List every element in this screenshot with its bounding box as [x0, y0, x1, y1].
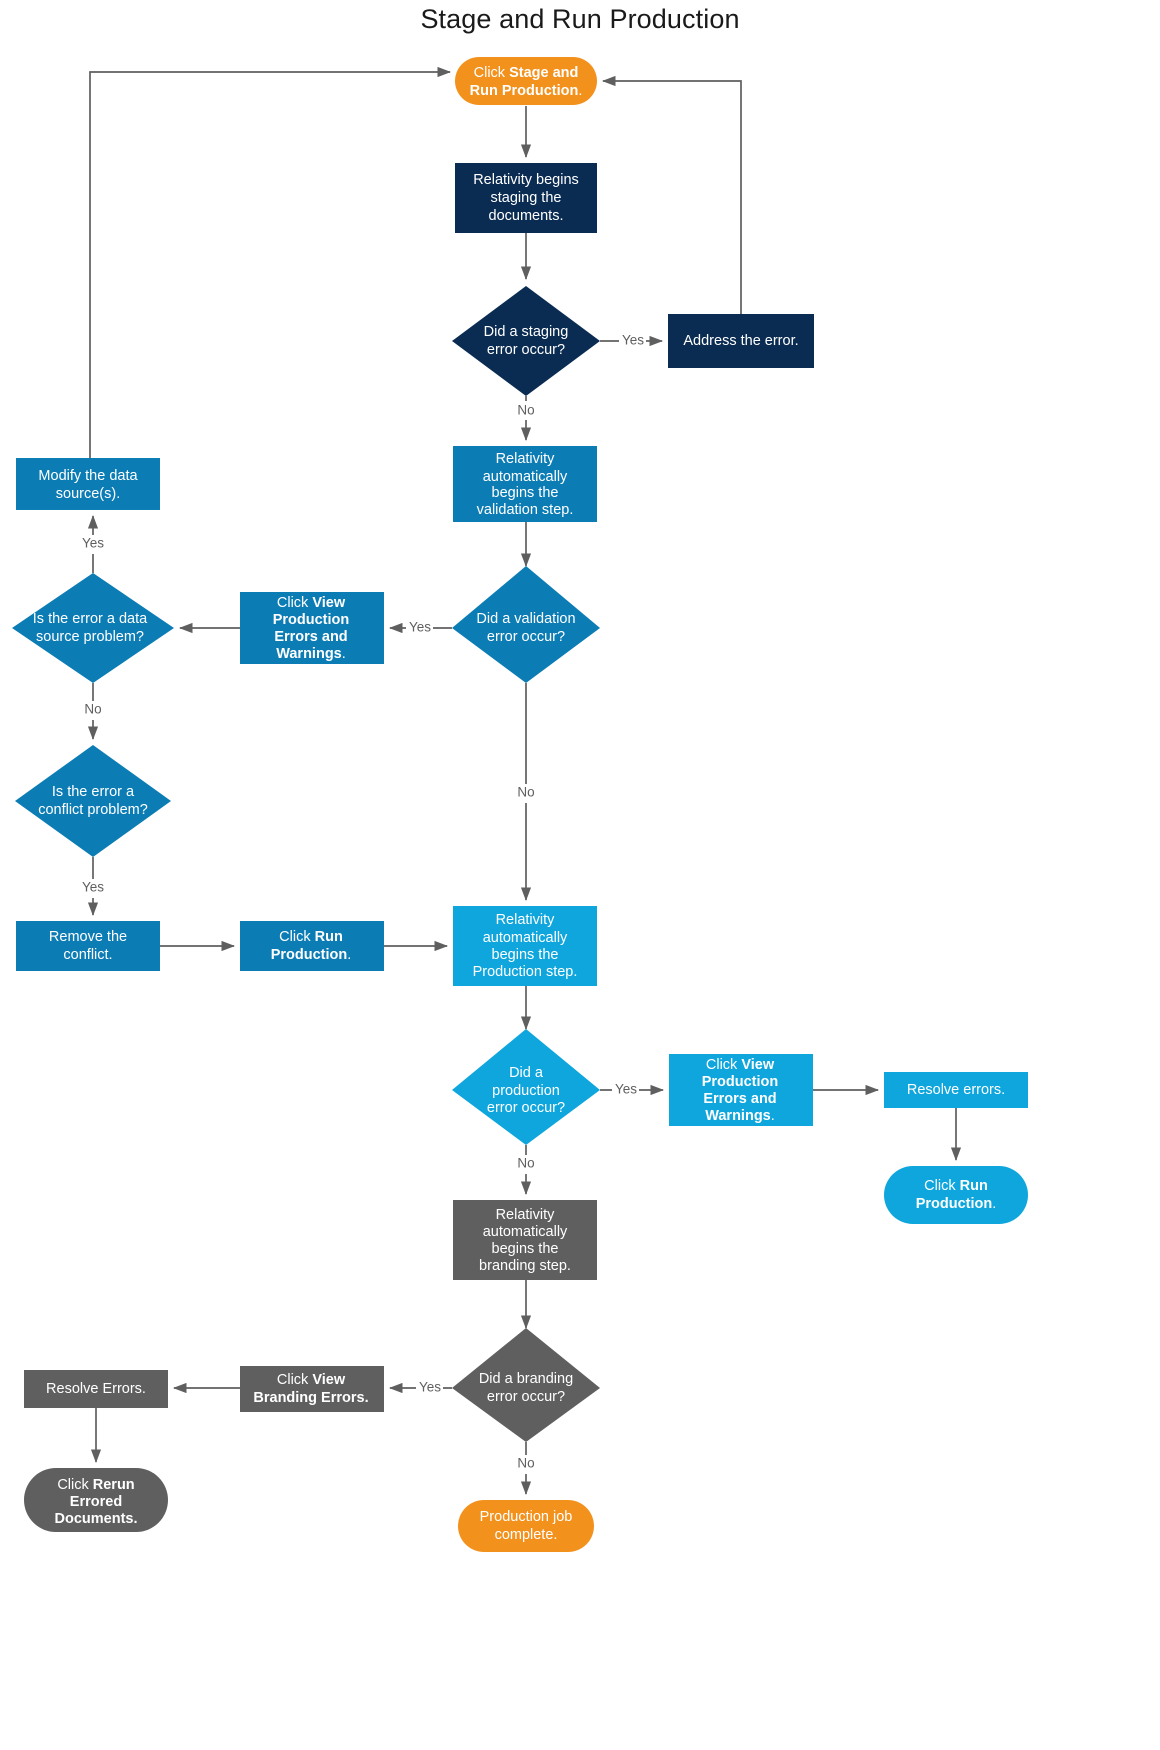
node-branding-error-line-0: Did a branding [479, 1371, 573, 1387]
edge-label-staging-yes: Yes [622, 333, 644, 348]
node-rerun-errored-line-0: Click Rerun [57, 1477, 134, 1493]
node-production-step-line-1: automatically [483, 930, 568, 946]
node-job-complete-line-0: Production job [480, 1509, 573, 1525]
node-view-production-errors-1[interactable]: Click View Production Errors and Warning… [240, 592, 384, 664]
edge-label-staging-no: No [517, 403, 534, 418]
node-validation-step-line-1: automatically [483, 469, 568, 485]
node-run-production1-line-0: Click Run [279, 929, 343, 945]
node-modify-data-source: Modify the data source(s). [16, 458, 160, 510]
node-view-branding-line-0: Click View [277, 1372, 346, 1388]
node-conflict-question: Is the error a conflict problem? [15, 745, 171, 857]
node-validation-step: Relativity automatically begins the vali… [453, 446, 597, 522]
node-staging: Relativity begins staging the documents. [455, 163, 597, 233]
node-production-error: Did a production error occur? [452, 1029, 600, 1145]
node-staging-line-0: Relativity begins [473, 172, 579, 188]
node-conflict-q-line-1: conflict problem? [38, 802, 148, 818]
node-run-production2-line-1: Production. [916, 1196, 997, 1212]
node-staging-line-2: documents. [489, 208, 564, 224]
node-production-error-line-2: error occur? [487, 1100, 565, 1116]
node-view-production-errors-2[interactable]: Click View Production Errors and Warning… [669, 1054, 813, 1126]
edge-label-branding-no: No [517, 1456, 534, 1471]
node-validation-step-line-0: Relativity [496, 451, 556, 467]
node-start-line-0: Click Stage and [474, 65, 579, 81]
node-validation-error-line-1: error occur? [487, 629, 565, 645]
node-view-branding-errors[interactable]: Click View Branding Errors. [240, 1366, 384, 1412]
edge-label-datasource-yes: Yes [82, 536, 104, 551]
edge-label-validation-no: No [517, 785, 534, 800]
node-data-source-q-line-0: Is the error a data [33, 611, 148, 627]
node-production-error-line-0: Did a [509, 1065, 544, 1081]
node-staging-line-1: staging the [491, 190, 562, 206]
edge-layer [87, 66, 962, 1496]
edge-label-validation-yes: Yes [409, 620, 431, 635]
node-view-branding-line-1: Branding Errors. [253, 1390, 368, 1406]
node-view-prod-errors2-line-2: Errors and [703, 1091, 776, 1107]
node-staging-error-line-0: Did a staging [484, 324, 569, 340]
node-resolve-errors-2: Resolve Errors. [24, 1370, 168, 1408]
edge-label-conflict-yes: Yes [82, 880, 104, 895]
node-branding-step-line-0: Relativity [496, 1207, 556, 1223]
node-staging-error: Did a staging error occur? [452, 286, 600, 396]
node-staging-error-line-1: error occur? [487, 342, 565, 358]
page-title: Stage and Run Production [420, 4, 740, 34]
node-branding-step-line-3: branding step. [479, 1258, 571, 1274]
edge-label-production-no: No [517, 1156, 534, 1171]
node-view-prod-errors1-line-3: Warnings. [276, 646, 346, 662]
node-validation-error-line-0: Did a validation [476, 611, 575, 627]
node-view-prod-errors1-line-1: Production [273, 612, 350, 628]
node-production-job-complete: Production job complete. [458, 1500, 594, 1552]
edge-label-production-yes: Yes [615, 1082, 637, 1097]
node-data-source-question: Is the error a data source problem? [12, 573, 174, 683]
node-view-prod-errors1-line-2: Errors and [274, 629, 347, 645]
node-production-step-line-0: Relativity [496, 912, 556, 928]
node-rerun-errored-line-2: Documents. [55, 1511, 138, 1527]
node-conflict-q-line-0: Is the error a [52, 784, 135, 800]
node-run-production1-line-1: Production. [271, 947, 352, 963]
node-production-step-line-3: Production step. [473, 964, 578, 980]
node-resolve-errors-line-0: Resolve errors. [907, 1082, 1005, 1098]
node-run-production2-line-0: Click Run [924, 1178, 988, 1194]
node-validation-step-line-3: validation step. [477, 502, 574, 518]
edge-label-layer: Yes No Yes No Yes No Yes Yes No Yes No [79, 331, 646, 1474]
edge-modify-source-to-start [89, 66, 452, 458]
node-remove-conflict: Remove the conflict. [16, 921, 160, 971]
node-resolve-errors: Resolve errors. [884, 1072, 1028, 1108]
node-validation-step-line-2: begins the [492, 485, 559, 501]
node-view-prod-errors2-line-0: Click View [706, 1057, 775, 1073]
node-job-complete-line-1: complete. [495, 1527, 558, 1543]
node-modify-source-line-0: Modify the data [38, 468, 138, 484]
node-start[interactable]: Click Stage and Run Production. [455, 57, 597, 105]
node-production-step-line-2: begins the [492, 947, 559, 963]
node-address-error-line-0: Address the error. [683, 333, 798, 349]
edge-label-datasource-no: No [84, 702, 101, 717]
node-layer: Click Stage and Run Production. Relativi… [12, 57, 1028, 1552]
node-remove-conflict-line-0: Remove the [49, 929, 127, 945]
node-start-line-1: Run Production. [470, 83, 583, 99]
node-production-step: Relativity automatically begins the Prod… [453, 906, 597, 986]
node-remove-conflict-line-1: conflict. [63, 947, 112, 963]
node-modify-source-line-1: source(s). [56, 486, 120, 502]
node-branding-step-line-2: begins the [492, 1241, 559, 1257]
node-branding-error: Did a branding error occur? [452, 1328, 600, 1442]
node-branding-step: Relativity automatically begins the bran… [453, 1200, 597, 1280]
node-rerun-errored-documents[interactable]: Click Rerun Errored Documents. [24, 1468, 168, 1532]
node-address-error: Address the error. [668, 314, 814, 368]
node-rerun-errored-line-1: Errored [70, 1494, 122, 1510]
node-view-prod-errors2-line-1: Production [702, 1074, 779, 1090]
edge-label-branding-yes: Yes [419, 1380, 441, 1395]
node-data-source-q-line-1: source problem? [36, 629, 144, 645]
edge-address-error-to-start [601, 75, 742, 314]
node-resolve-errors2-line-0: Resolve Errors. [46, 1381, 146, 1397]
node-run-production-2[interactable]: Click Run Production. [884, 1166, 1028, 1224]
node-validation-error: Did a validation error occur? [452, 566, 600, 683]
node-view-prod-errors1-line-0: Click View [277, 595, 346, 611]
node-production-error-line-1: production [492, 1083, 560, 1099]
node-branding-step-line-1: automatically [483, 1224, 568, 1240]
node-branding-error-line-1: error occur? [487, 1389, 565, 1405]
node-view-prod-errors2-line-3: Warnings. [705, 1108, 775, 1124]
node-run-production-1[interactable]: Click Run Production. [240, 921, 384, 971]
